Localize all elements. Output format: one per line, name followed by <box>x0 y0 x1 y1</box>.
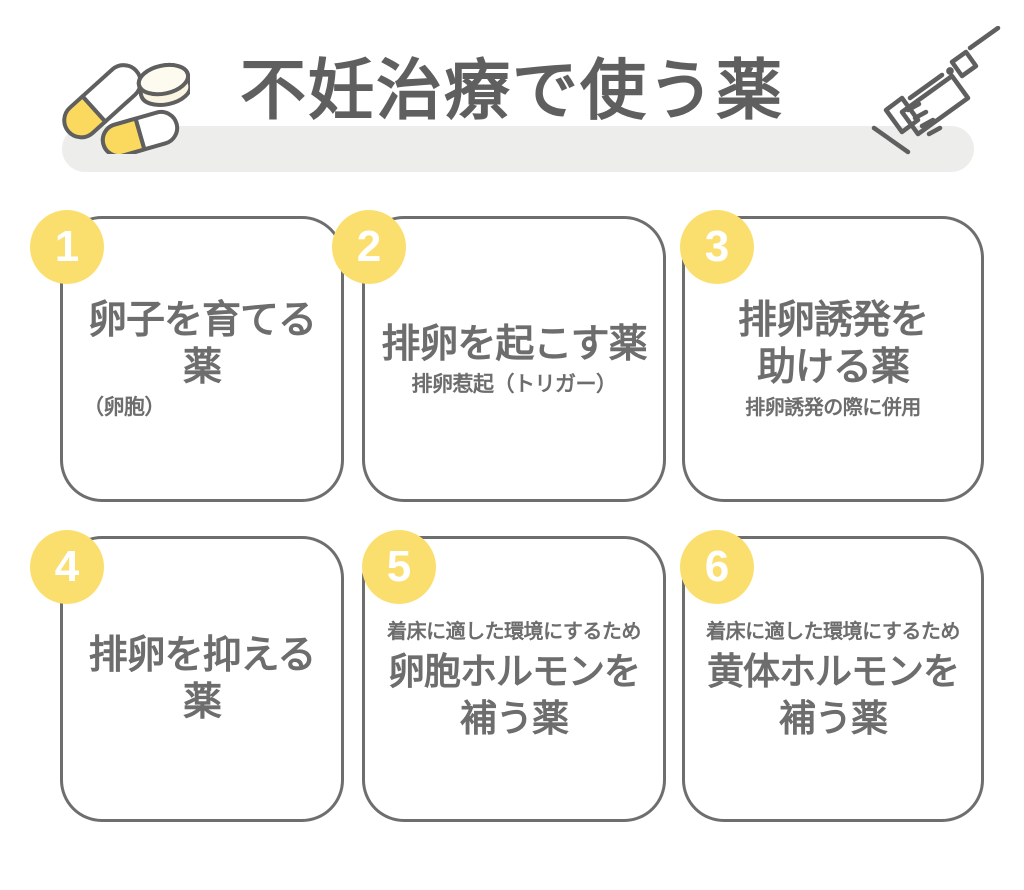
medication-card-2[interactable]: 排卵を起こす薬 排卵惹起（トリガー） <box>362 216 666 502</box>
medication-card-5[interactable]: 着床に適した環境にするため 卵胞ホルモンを 補う薬 <box>362 536 666 822</box>
syringe-icon <box>852 25 1002 166</box>
card-title-3: 排卵誘発を 助ける薬 <box>737 297 931 392</box>
card-content-4: 排卵を抑える薬 <box>63 632 341 727</box>
card-subtitle-5: 着床に適した環境にするため <box>386 618 642 644</box>
card-subtitle-6: 着床に適した環境にするため <box>705 618 961 644</box>
card-badge-5: 5 <box>362 530 436 604</box>
medication-card-1[interactable]: 卵子を育てる薬 （卵胞） <box>60 216 344 502</box>
pills-icon <box>62 50 193 159</box>
card-title-2: 排卵を起こす薬 <box>380 320 649 368</box>
card-badge-6: 6 <box>680 530 754 604</box>
card-subtitle-3: 排卵誘発の際に併用 <box>744 394 922 420</box>
card-content-3: 排卵誘発を 助ける薬 排卵誘発の際に併用 <box>685 297 981 421</box>
card-badge-2: 2 <box>332 210 406 284</box>
card-title-5: 卵胞ホルモンを 補う薬 <box>387 648 643 741</box>
medication-card-4[interactable]: 排卵を抑える薬 <box>60 536 344 822</box>
page-header: 不妊治療で使う薬 <box>0 0 1024 200</box>
card-content-1: 卵子を育てる薬 （卵胞） <box>63 297 341 421</box>
page-title: 不妊治療で使う薬 <box>240 52 784 129</box>
card-title-1: 卵子を育てる薬 <box>87 297 319 392</box>
card-badge-3: 3 <box>680 210 754 284</box>
card-content-2: 排卵を起こす薬 排卵惹起（トリガー） <box>365 320 663 398</box>
header-band <box>62 126 974 172</box>
card-content-5: 着床に適した環境にするため 卵胞ホルモンを 補う薬 <box>365 617 663 742</box>
card-badge-4: 4 <box>30 530 104 604</box>
card-title-4: 排卵を抑える薬 <box>87 632 317 727</box>
card-content-6: 着床に適した環境にするため 黄体ホルモンを 補う薬 <box>685 617 981 742</box>
card-badge-1: 1 <box>30 210 104 284</box>
card-subtitle-2: 排卵惹起（トリガー） <box>411 371 619 397</box>
card-subtitle-1: （卵胞） <box>82 394 167 420</box>
cards-grid: 卵子を育てる薬 （卵胞） 1 排卵を起こす薬 排卵惹起（トリガー） 2 排卵誘発… <box>0 200 1024 890</box>
card-title-6: 黄体ホルモンを 補う薬 <box>706 648 962 741</box>
